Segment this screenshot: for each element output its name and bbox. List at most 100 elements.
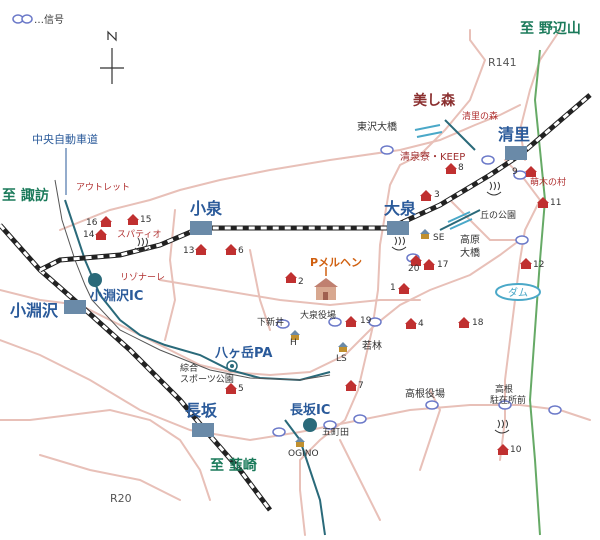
pension-number: 1 <box>390 283 396 293</box>
road-south <box>0 339 591 442</box>
house-icon <box>420 190 432 201</box>
nagasaka-ic-marker <box>303 418 317 432</box>
takane-police-label-2: 駐在所前 <box>490 394 526 406</box>
house-icon <box>423 259 435 270</box>
pension-number: 20 <box>408 264 420 274</box>
yatsugatake-pa-label: 八ヶ岳PA <box>214 346 272 361</box>
house-icon <box>398 283 410 294</box>
house-icon <box>537 197 549 208</box>
signal-icon <box>515 235 529 245</box>
bridges <box>414 124 473 230</box>
seisenryo-label: 清泉寮・KEEP <box>400 150 465 163</box>
road-east-west-upper <box>59 104 521 231</box>
road-west <box>0 408 211 501</box>
railway-line <box>0 93 592 512</box>
dam-label: ダム <box>508 286 528 299</box>
traffic-signal-legend-icon <box>12 14 33 24</box>
legend-label: …信号 <box>34 14 64 26</box>
expressway-line <box>54 179 331 381</box>
pension-number: 5 <box>238 384 244 394</box>
oka-park-label: 丘の公園 <box>480 210 516 221</box>
pension-marchen-building <box>314 278 338 300</box>
pension-number: 9 <box>512 167 518 177</box>
route-20-label: R20 <box>110 492 132 505</box>
house-icon <box>127 214 139 225</box>
hot-spring-icon <box>391 236 407 251</box>
stations <box>64 146 527 437</box>
north-compass-icon <box>100 30 124 84</box>
pension-number: 4 <box>418 319 424 329</box>
takane-police-label-1: 高根 <box>495 383 513 395</box>
dam-marker <box>495 283 541 301</box>
direction-nirasaki: 至 韮崎 <box>210 457 257 474</box>
house-icon <box>225 383 237 394</box>
road-ohizumi-w <box>164 209 177 341</box>
hot-spring-icon <box>134 237 150 252</box>
pension-number: 15 <box>140 215 151 225</box>
pension-number: 8 <box>458 163 464 173</box>
route-141 <box>528 49 547 536</box>
sogo-sports-label-1: 綜合 <box>180 362 198 374</box>
nagasaka-ic-label: 長坂IC <box>290 402 330 418</box>
oizumi-office-label: 大泉役場 <box>300 309 336 321</box>
signal-icon <box>481 155 495 165</box>
road-takane <box>419 389 442 471</box>
route-141-label: R141 <box>488 56 517 69</box>
house-icon <box>525 166 537 177</box>
house-icon <box>410 255 422 266</box>
river-south <box>284 419 326 536</box>
signal-icon <box>276 319 290 329</box>
se-facility-icon <box>420 229 430 239</box>
house-icon <box>95 229 107 240</box>
house-icon <box>445 163 457 174</box>
direction-suwa: 至 諏訪 <box>2 187 49 204</box>
pension-houses <box>95 163 549 455</box>
signal-icon <box>368 317 382 327</box>
kobuchizawa-ic-marker <box>88 273 102 287</box>
road-sw <box>39 454 181 501</box>
road-kiyosato-e <box>499 159 542 461</box>
house-icon <box>520 258 532 269</box>
station-kiyosato-label: 清里 <box>498 125 530 144</box>
pension-number: 10 <box>510 445 522 455</box>
expressway-label: 中央自動車道 <box>32 132 98 146</box>
h-label: H <box>290 338 297 348</box>
house-icon <box>225 244 237 255</box>
station-kobuchizawa-label: 小淵沢 <box>10 301 59 320</box>
bridge-higashizawa <box>414 124 443 138</box>
station-koumi-izumi-label: 小泉 <box>190 199 223 218</box>
shimoniikai-label: 下新井 <box>257 316 284 328</box>
hot-spring-icon <box>486 181 502 196</box>
road-risonare <box>159 279 421 307</box>
pension-number: 18 <box>472 318 484 328</box>
pension-number: 7 <box>358 381 364 391</box>
bridge-takahara <box>447 211 473 230</box>
house-icon <box>195 244 207 255</box>
house-icon <box>345 380 357 391</box>
station-kiyosato <box>505 146 527 160</box>
house-icon <box>345 316 357 327</box>
house-icon <box>458 317 470 328</box>
road-kiyosato-2 <box>449 199 521 241</box>
outlet-label: アウトレット <box>76 182 130 193</box>
pension-marchen-label: Pメルヘン <box>310 256 362 269</box>
risonare-label: リゾナーレ <box>120 272 165 283</box>
signal-icon <box>272 427 286 437</box>
pension-number: 11 <box>550 198 561 208</box>
h-facility-icon <box>290 330 300 340</box>
takahara-label-1: 高原 <box>460 233 480 246</box>
house-icon <box>285 272 297 283</box>
hot-spring-icon <box>494 419 510 434</box>
station-nagasaka-label: 長坂 <box>185 401 218 420</box>
road-north-kiyosato <box>299 29 487 536</box>
pension-number: 17 <box>437 260 448 270</box>
pension-number: 2 <box>298 277 304 287</box>
signal-icon <box>425 400 439 410</box>
road-north-east <box>518 29 561 161</box>
kobuchizawa-ic-label: 小淵沢IC <box>90 288 143 304</box>
pension-number: 6 <box>238 246 244 256</box>
hot-spring-icons <box>134 181 510 434</box>
pension-number: 16 <box>86 218 98 228</box>
road-mid <box>249 249 271 331</box>
pension-number: 3 <box>434 190 440 200</box>
